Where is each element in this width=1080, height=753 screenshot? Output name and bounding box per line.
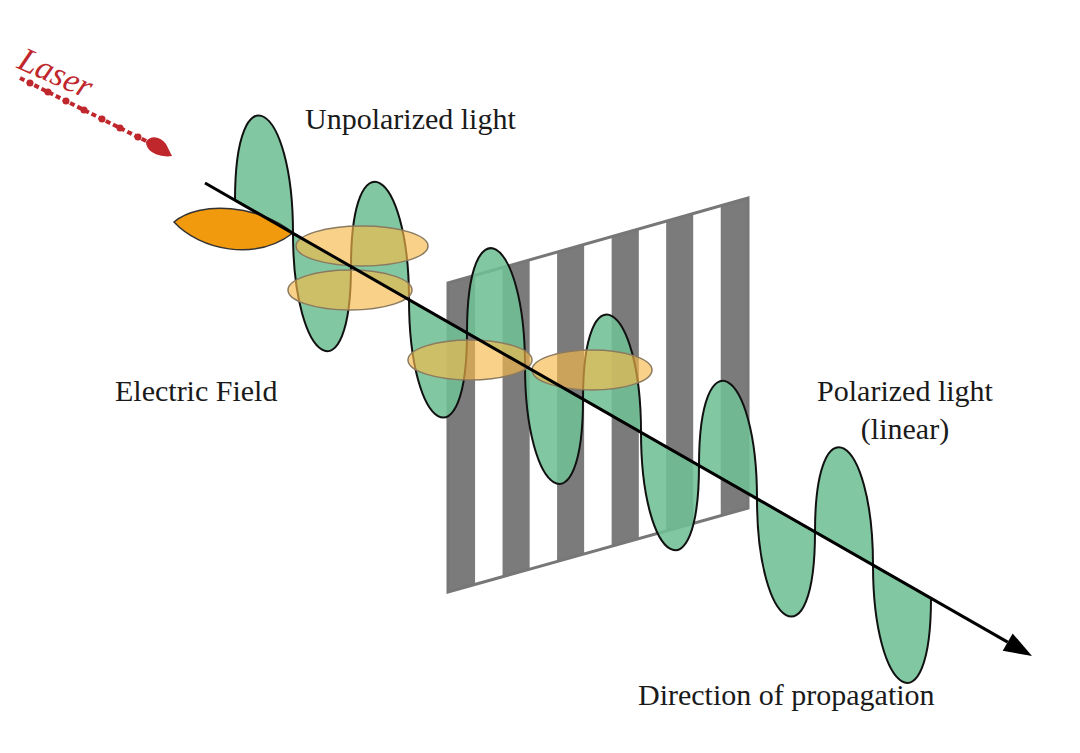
axis-arrowhead [1003, 633, 1032, 656]
polarizer-frame [448, 198, 748, 592]
text-label: Electric Field [115, 372, 375, 410]
laser-bead [135, 134, 142, 141]
source-label: Laser [13, 40, 175, 140]
laser-bead [81, 107, 88, 114]
laser-head [146, 137, 172, 156]
field-lobe-horizontal [174, 208, 293, 249]
laser-bead [99, 116, 106, 123]
text-label: Unpolarized light [305, 100, 605, 138]
polarizer-grid [448, 198, 748, 592]
text-label: Polarized light (linear) [790, 372, 1020, 448]
horizontal-field-component [174, 208, 652, 390]
text-label: Direction of propagation [638, 676, 1038, 714]
laser-bead [117, 125, 124, 132]
field-lobe-horizontal [532, 350, 652, 390]
